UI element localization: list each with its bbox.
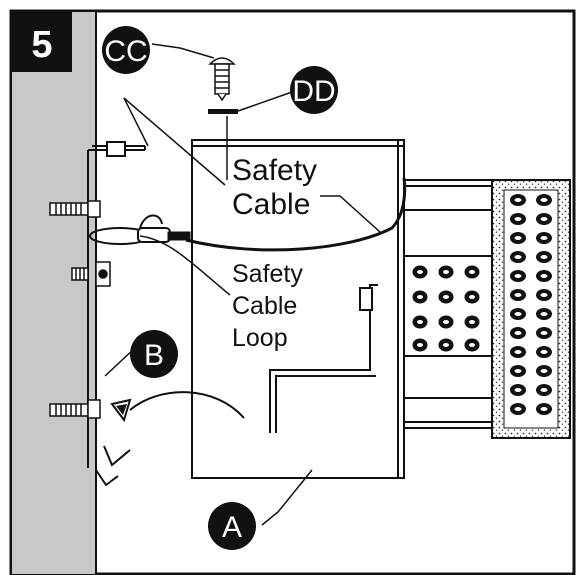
callout-dd — [290, 66, 338, 114]
callout-dd-label: DD — [292, 75, 335, 108]
step-number-box — [12, 12, 72, 72]
terminal-block-large — [491, 179, 571, 439]
device-body — [191, 139, 405, 479]
callout-cc-label: CC — [104, 35, 147, 68]
loop-label-line3: Loop — [232, 324, 288, 352]
wall-screw-top — [49, 200, 101, 218]
rear-rails — [403, 179, 495, 429]
wall-screw-middle — [71, 261, 111, 287]
screw-cc — [208, 57, 236, 102]
callout-b-label: B — [144, 339, 164, 372]
callout-a-label: A — [222, 511, 242, 544]
leader-lines — [104, 43, 381, 526]
callout-b — [130, 330, 178, 378]
washer-dd — [208, 109, 238, 114]
wall-screw-bottom — [49, 399, 101, 419]
callout-a — [208, 502, 256, 550]
safety-cable-label-line1: Safety — [232, 154, 317, 187]
loop-label-line1: Safety — [232, 260, 303, 288]
safety-cable-label-line2: Cable — [232, 188, 310, 221]
loop-label-line2: Cable — [232, 292, 297, 320]
connector-block-small — [403, 255, 493, 357]
safety-cable — [89, 177, 407, 252]
wall — [12, 12, 96, 574]
step-number: 5 — [31, 24, 52, 66]
rotation-arrow — [110, 391, 245, 423]
callout-cc — [102, 26, 150, 74]
